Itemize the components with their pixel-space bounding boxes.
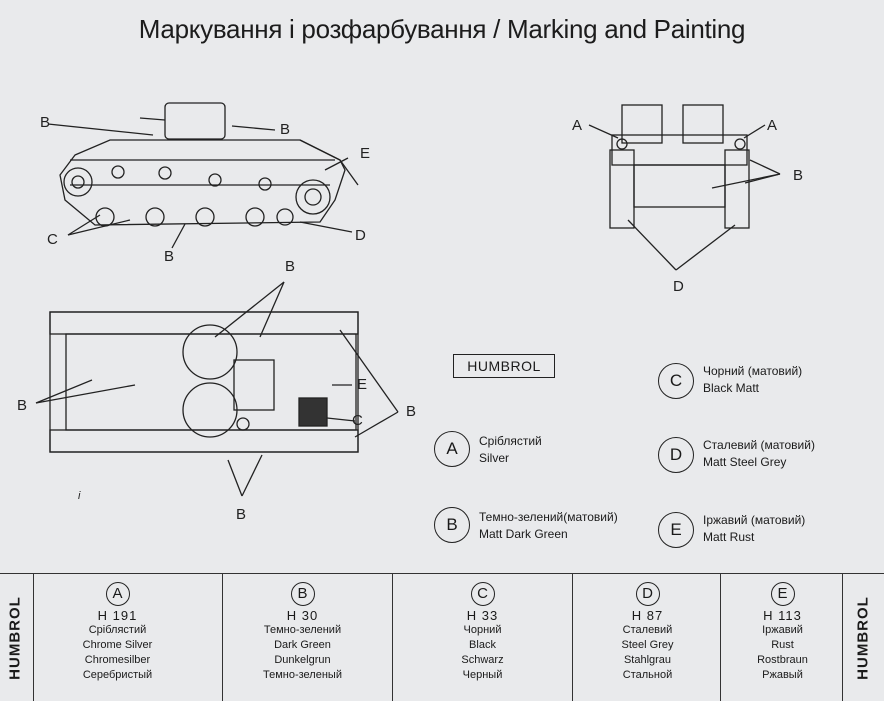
paint-code: H 30 xyxy=(286,608,319,623)
legend-line2: Matt Dark Green xyxy=(479,527,568,541)
paint-name: Chrome Silver xyxy=(82,639,153,651)
legend-letter: C xyxy=(658,363,694,399)
paint-name: Black xyxy=(469,639,496,651)
paint-column-b: B H 30 Темно-зелений Dark Green Dunkelgr… xyxy=(245,574,360,701)
paint-letter: E xyxy=(770,582,795,606)
paint-letter: C xyxy=(470,582,495,606)
callout-e: E xyxy=(357,376,368,393)
legend-letter: B xyxy=(434,507,470,543)
paint-name: Chromesilber xyxy=(84,654,151,666)
paint-name: Ржавый xyxy=(762,669,803,681)
paint-column-d: D H 87 Сталевий Steel Grey Stahlgrau Ста… xyxy=(590,574,705,701)
legend-line1: Сріблястий xyxy=(479,434,542,448)
tank-front-view xyxy=(588,104,781,271)
paint-name: Іржавий xyxy=(762,624,803,636)
paint-name: Stahlgrau xyxy=(623,654,672,666)
legend-brand: HUMBROL xyxy=(453,354,555,378)
paint-name: Чорний xyxy=(463,624,502,636)
divider xyxy=(842,574,843,701)
paint-name: Dunkelgrun xyxy=(274,654,331,666)
paint-column-a: A H 191 Сріблястий Chrome Silver Chromes… xyxy=(60,574,175,701)
legend-letter: D xyxy=(658,437,694,473)
page-title: Маркування і розфарбування / Marking and… xyxy=(138,14,746,44)
paint-name: Стальной xyxy=(622,669,673,681)
paint-code: H 33 xyxy=(466,608,499,623)
legend-line1: Чорний (матовий) xyxy=(703,364,803,378)
paint-code: H 191 xyxy=(97,608,138,623)
tank-side-view xyxy=(47,102,359,249)
callout-d: D xyxy=(673,278,684,295)
paint-table: HUMBROL HUMBROL A H 191 Сріблястий Chrom… xyxy=(0,573,884,701)
callout-b: B xyxy=(406,403,417,420)
paint-column-c: C H 33 Чорний Black Schwarz Черный xyxy=(425,574,540,701)
callout-b: B xyxy=(236,506,247,523)
paint-name: Темно-зелений xyxy=(263,624,342,636)
paint-name: Темно-зеленый xyxy=(263,669,342,681)
paint-letter: A xyxy=(105,582,130,606)
paint-name: Rust xyxy=(771,639,794,651)
divider xyxy=(720,574,721,701)
legend-line2: Black Matt xyxy=(703,381,760,395)
legend-line2: Matt Steel Grey xyxy=(703,455,787,469)
divider xyxy=(33,574,34,701)
divider xyxy=(572,574,573,701)
paint-name: Сріблястий xyxy=(88,624,147,636)
paint-letter: D xyxy=(635,582,660,606)
callout-b: B xyxy=(164,248,175,265)
legend-line1: Іржавий (матовий) xyxy=(703,513,806,527)
legend-line2: Matt Rust xyxy=(703,530,755,544)
paint-letter: B xyxy=(290,582,315,606)
callout-e: E xyxy=(360,145,371,162)
paint-name: Dark Green xyxy=(274,639,331,651)
table-side-label-right: HUMBROL xyxy=(854,595,872,680)
legend-letter: E xyxy=(658,512,694,548)
callout-b: B xyxy=(280,121,291,138)
callout-c: C xyxy=(352,412,363,429)
paint-code: H 113 xyxy=(763,608,802,623)
callout-b: B xyxy=(793,167,804,184)
legend-line2: Silver xyxy=(479,451,510,465)
callout-b: B xyxy=(285,258,296,275)
callout-b: B xyxy=(17,397,28,414)
callout-a: A xyxy=(767,117,778,134)
tank-top-view xyxy=(35,281,399,497)
divider xyxy=(392,574,393,701)
tank-drawings xyxy=(35,102,781,497)
paint-code: H 87 xyxy=(631,608,664,623)
callout-b: B xyxy=(40,114,51,131)
table-side-label-left: HUMBROL xyxy=(6,595,24,680)
legend-line1: Сталевий (матовий) xyxy=(703,438,815,452)
callout-d: D xyxy=(355,227,366,244)
callout-a: A xyxy=(572,117,583,134)
callout-mark: i xyxy=(78,490,81,502)
paint-name: Сталевий xyxy=(622,624,673,636)
paint-name: Серебристый xyxy=(82,669,153,681)
paint-column-e: E H 113 Іржавий Rust Rostbraun Ржавый xyxy=(730,574,835,701)
legend-letter: A xyxy=(434,431,470,467)
paint-name: Schwarz xyxy=(461,654,504,666)
legend-line1: Темно-зелений(матовий) xyxy=(479,510,618,524)
paint-name: Черный xyxy=(462,669,503,681)
paint-name: Steel Grey xyxy=(621,639,674,651)
divider xyxy=(222,574,223,701)
callout-c: C xyxy=(47,231,58,248)
paint-name: Rostbraun xyxy=(757,654,808,666)
